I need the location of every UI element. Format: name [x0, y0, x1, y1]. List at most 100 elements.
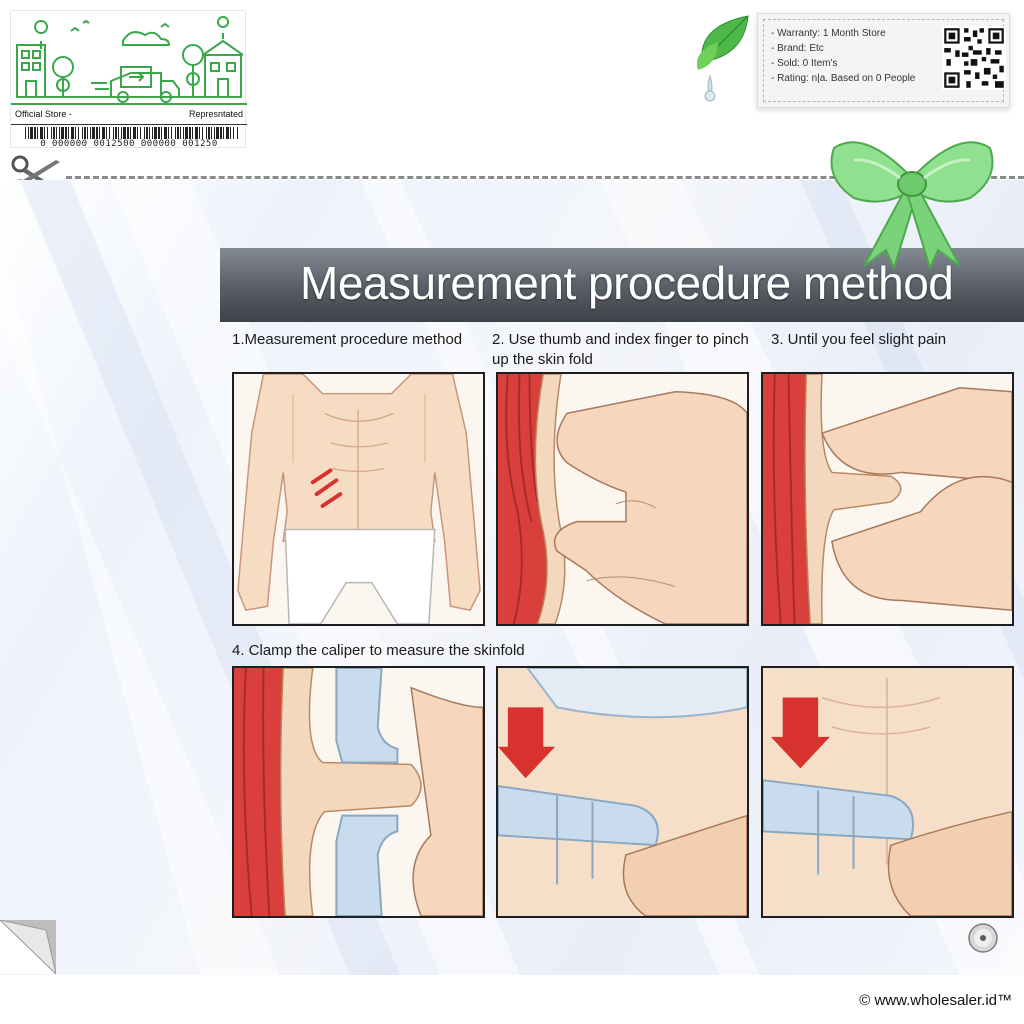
barcode-bar [177, 127, 179, 139]
store-illustration [16, 16, 244, 103]
barcode-digits: 0 000000 0012500 000000 001250 [40, 139, 218, 149]
barcode-bar [37, 127, 38, 139]
barcode-bar [140, 127, 141, 139]
step-4-label: 4. Clamp the caliper to measure the skin… [232, 642, 525, 659]
barcode-bar [216, 127, 219, 139]
barcode-bar [99, 127, 100, 139]
caliper-waist-illustration [498, 668, 747, 916]
barcode-bar [127, 127, 129, 139]
barcode-bar [102, 127, 105, 139]
barcode-bar [123, 127, 126, 139]
barcode-bar [154, 127, 157, 139]
barcode-bar [175, 127, 176, 139]
store-label-left: Official Store - [15, 109, 72, 119]
barcode-bar [146, 127, 148, 139]
step-3-label: 3. Until you feel slight pain [771, 331, 947, 348]
barcode-bar [144, 127, 145, 139]
panel-pinch-start [496, 372, 749, 626]
disc-icon [968, 923, 998, 953]
caliper-fold-illustration [234, 668, 483, 916]
barcode-bar [71, 127, 74, 139]
rating-text: - Rating: n|a. Based on 0 People [771, 73, 916, 84]
barcode-bar [195, 127, 198, 139]
barcode-bar [237, 127, 238, 139]
info-card: - Warranty: 1 Month Store - Brand: Etc -… [757, 13, 1010, 108]
panel-caliper-waist [496, 666, 749, 918]
store-labels: Official Store - Represntated [11, 103, 247, 125]
barcode-bar [106, 127, 107, 139]
panel-pinch-fold [761, 372, 1014, 626]
barcode-bar [113, 127, 114, 139]
barcode-bar [56, 127, 57, 139]
barcode-bar [133, 127, 136, 139]
barcode-bar [51, 127, 52, 139]
pinch-start-illustration [498, 374, 747, 624]
barcode-bar [226, 127, 229, 139]
barcode-bar [211, 127, 212, 139]
page-curl-icon [0, 920, 56, 974]
step-2-label: 2. Use thumb and index finger to pinch u… [492, 331, 749, 368]
barcode-bar [44, 127, 45, 139]
barcode-bar [149, 127, 150, 139]
barcode-bar [223, 127, 224, 139]
qr-code-icon [942, 26, 1006, 90]
barcode-bar [180, 127, 181, 139]
barcode-bar [87, 127, 88, 139]
torso-illustration [234, 374, 483, 624]
barcode-bar [202, 127, 203, 139]
info-card-inner: - Warranty: 1 Month Store - Brand: Etc -… [763, 19, 1006, 102]
barcode-bar [115, 127, 117, 139]
barcode-bar [152, 127, 153, 139]
barcode-bar [230, 127, 231, 139]
warranty-text: - Warranty: 1 Month Store [771, 28, 886, 39]
barcode-bar [161, 127, 162, 139]
barcode-bar [68, 127, 69, 139]
barcode-bar [164, 127, 167, 139]
barcode-bar [214, 127, 215, 139]
barcode-bar [34, 127, 36, 139]
barcode-bar [118, 127, 119, 139]
barcode-bar [25, 127, 26, 139]
leaf-icon [696, 15, 749, 102]
barcode-bar [84, 127, 86, 139]
barcode-bar [220, 127, 222, 139]
barcode-bar [40, 127, 43, 139]
barcode-bar [78, 127, 79, 139]
pinch-fold-illustration [763, 374, 1012, 624]
barcode-bar [28, 127, 29, 139]
panel-torso [232, 372, 485, 626]
sold-text: - Sold: 0 Item's [771, 58, 838, 69]
barcode-bar [53, 127, 55, 139]
barcode-bar [208, 127, 210, 139]
page-title: Measurement procedure method [300, 257, 954, 309]
panel-caliper-abdomen [761, 666, 1014, 918]
barcode-bar [90, 127, 91, 139]
barcode-bar [168, 127, 169, 139]
store-card: Official Store - Represntated 0 000000 0… [10, 10, 247, 149]
barcode-bar [30, 127, 33, 139]
barcode-bar [189, 127, 191, 139]
barcode-bar [183, 127, 184, 139]
barcode-bar [171, 127, 172, 139]
barcode-bar [61, 127, 64, 139]
barcode-bar [82, 127, 83, 139]
barcode-bar [185, 127, 188, 139]
barcode-bar [130, 127, 131, 139]
barcode-bar [121, 127, 122, 139]
barcode-bar [192, 127, 193, 139]
barcode-bar [199, 127, 200, 139]
brand-text: - Brand: Etc [771, 43, 824, 54]
cut-line [66, 176, 1024, 179]
barcode [25, 127, 238, 139]
barcode-bar [75, 127, 76, 139]
store-label-right: Represntated [188, 109, 243, 119]
barcode-bar [65, 127, 67, 139]
panel-caliper-fold [232, 666, 485, 918]
step-1-label: 1.Measurement procedure method [232, 331, 463, 348]
barcode-bar [96, 127, 98, 139]
barcode-bar [206, 127, 207, 139]
copyright-text: © www.wholesaler.id™ [859, 992, 1012, 1009]
barcode-bar [92, 127, 95, 139]
barcode-bar [59, 127, 60, 139]
